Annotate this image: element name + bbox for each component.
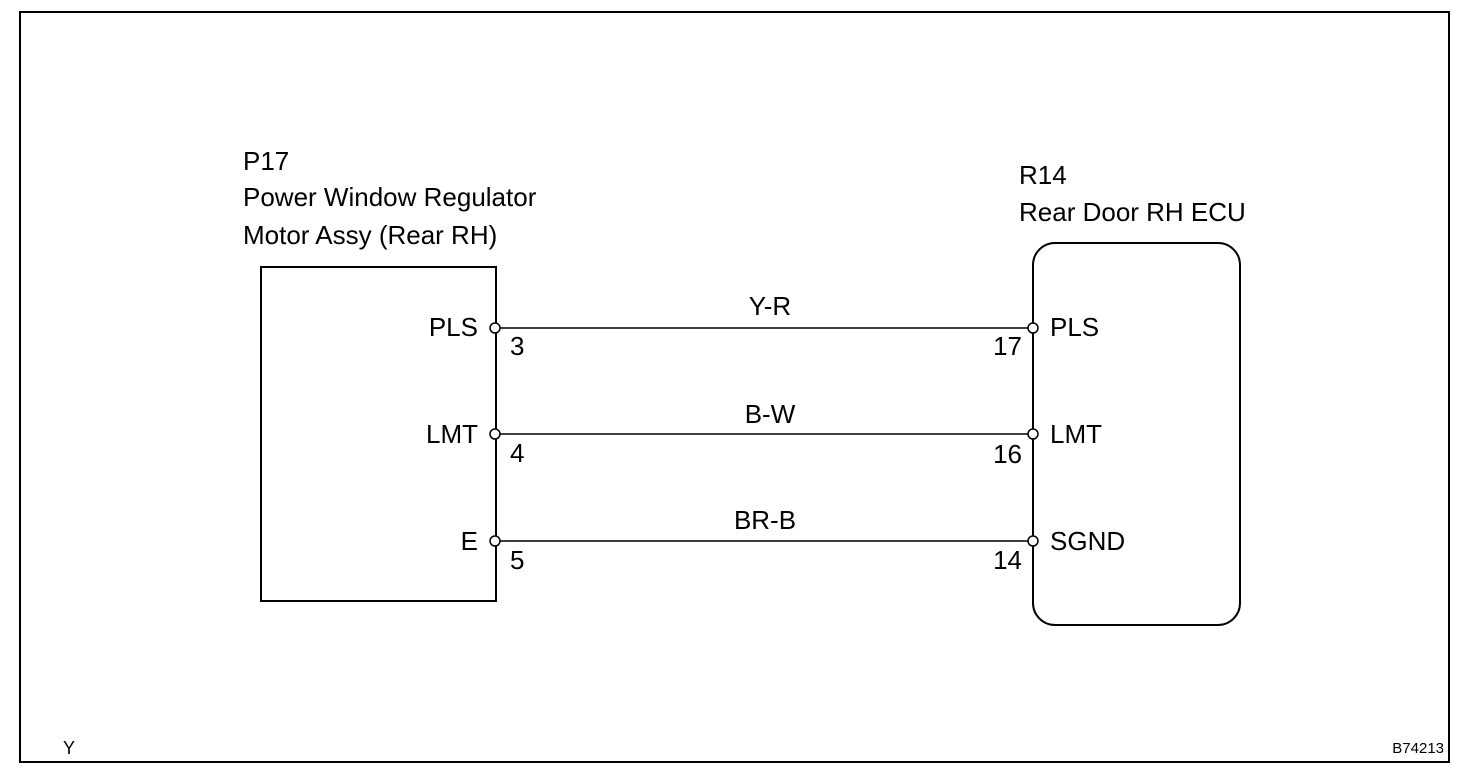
- terminal-right-14: [1027, 535, 1039, 547]
- terminal-left-3: [489, 322, 501, 334]
- left-pin-label-e: E: [460, 526, 478, 556]
- terminal-left-4: [489, 428, 501, 440]
- right-pin-label-sgnd: SGND: [1050, 526, 1126, 556]
- right-pin-number-17: 17: [993, 331, 1022, 361]
- right-pin-number-16: 16: [993, 439, 1022, 469]
- left-component-name-line1: Power Window Regulator: [243, 182, 537, 212]
- left-component-id: P17: [243, 146, 290, 176]
- terminal-right-17: [1027, 322, 1039, 334]
- figure-code: B74213: [1392, 740, 1444, 757]
- right-component-id: R14: [1019, 160, 1067, 190]
- terminal-right-16: [1027, 428, 1039, 440]
- left-pin-number-5: 5: [510, 545, 525, 575]
- wire-code-y-r: Y-R: [748, 291, 792, 321]
- corner-letter: Y: [63, 738, 76, 758]
- right-pin-number-14: 14: [993, 545, 1022, 575]
- right-component-name: Rear Door RH ECU: [1019, 197, 1246, 227]
- left-pin-label-lmt: LMT: [426, 419, 478, 449]
- diagram-frame: [19, 11, 1450, 763]
- terminal-left-5: [489, 535, 501, 547]
- right-pin-label-lmt: LMT: [1050, 419, 1102, 449]
- left-component-name-line2: Motor Assy (Rear RH): [243, 220, 498, 250]
- wire-code-b-w: B-W: [744, 399, 796, 429]
- wire-code-br-b: BR-B: [733, 505, 797, 535]
- left-pin-number-3: 3: [510, 331, 525, 361]
- left-pin-number-4: 4: [510, 438, 525, 468]
- right-pin-label-pls: PLS: [1050, 312, 1100, 342]
- left-pin-label-pls: PLS: [428, 312, 478, 342]
